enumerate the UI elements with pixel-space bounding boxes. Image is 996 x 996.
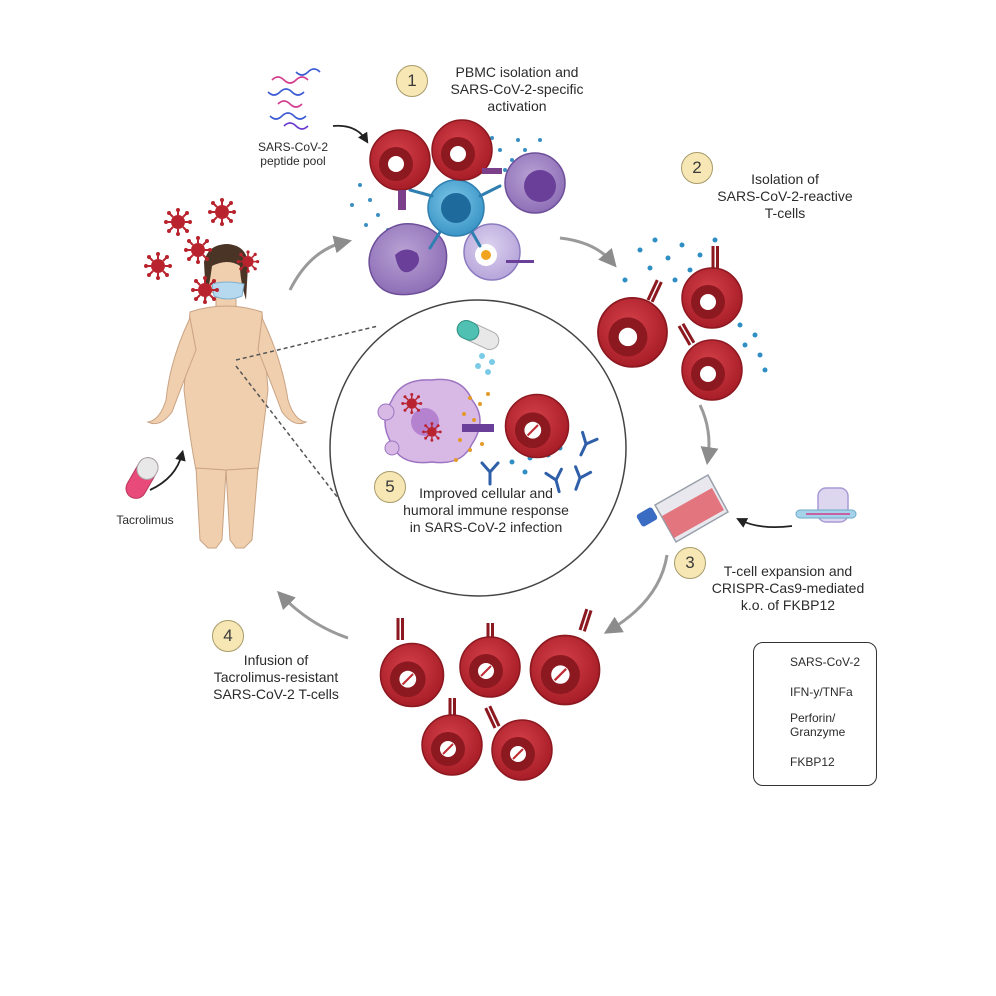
step-badge-1: 1	[396, 65, 428, 97]
culture-flask-icon	[636, 473, 730, 544]
legend-item-ifn-tnfa: IFN-y/TNFa	[790, 685, 853, 699]
crispr-cas9-icon	[795, 487, 857, 523]
ko-tcells	[379, 608, 601, 781]
legend-item-perforin-granzyme: Perforin/ Granzyme	[790, 711, 846, 739]
legend-item-fkbp12: FKBP12	[790, 755, 835, 769]
step-badge-4: 4	[212, 620, 244, 652]
cycle-arrows	[276, 235, 719, 640]
tacrolimus-arrow	[149, 449, 186, 491]
crispr-arrow	[736, 518, 793, 529]
step-badge-5: 5	[374, 471, 406, 503]
step-badge-2: 2	[681, 152, 713, 184]
step-badge-3: 3	[674, 547, 706, 579]
reactive-tcells	[597, 237, 768, 401]
legend-item-sars-cov-2: SARS-CoV-2	[790, 655, 861, 669]
peptide-pool-icon	[267, 68, 321, 130]
tacrolimus-label: Tacrolimus	[116, 513, 174, 527]
legend: SARS-CoV-2 IFN-y/TNFa Perforin/ Granzyme…	[753, 642, 877, 786]
tacrolimus-capsule-icon	[125, 457, 159, 499]
immune-response-scene	[377, 320, 599, 496]
peptide-arrow	[332, 124, 369, 144]
pbmc-cluster	[350, 119, 566, 296]
zoom-circle	[329, 299, 627, 597]
patient-figure	[146, 244, 308, 549]
